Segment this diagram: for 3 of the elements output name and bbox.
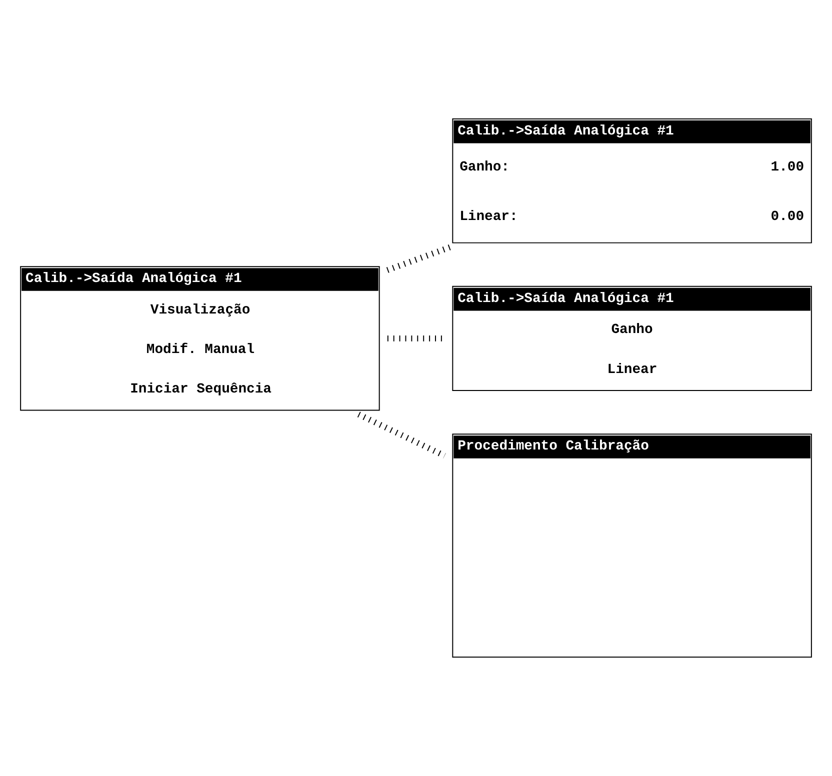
- connector: [357, 412, 446, 458]
- connector: [386, 244, 452, 273]
- connector: [387, 335, 445, 342]
